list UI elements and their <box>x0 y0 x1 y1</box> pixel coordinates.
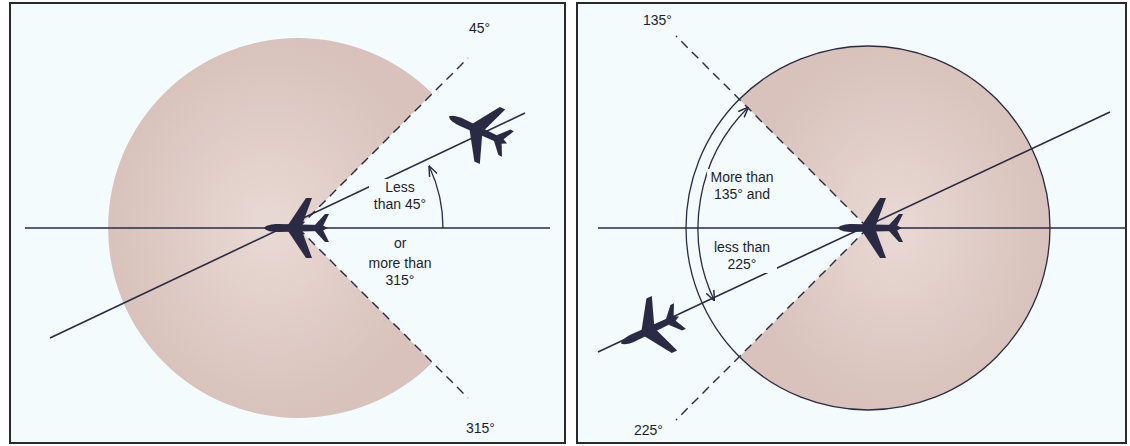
angle-label: 135° <box>643 12 672 29</box>
dashed-limit <box>676 228 868 420</box>
airplane <box>608 289 692 371</box>
angle-note: or <box>392 235 408 252</box>
airplane <box>436 89 520 171</box>
angle-arc <box>429 167 443 228</box>
airplane <box>838 198 903 258</box>
angle-label: 45° <box>469 20 490 37</box>
track-line <box>598 112 1110 352</box>
angle-note: less than 225° <box>707 239 777 273</box>
panel-frame <box>10 3 565 443</box>
track-line <box>50 113 525 338</box>
panel-frame <box>577 3 1126 443</box>
angle-note: Less than 45° <box>369 179 431 213</box>
angle-label: 225° <box>634 422 663 439</box>
dashed-limit <box>676 36 868 228</box>
dashed-limit <box>298 58 468 228</box>
angle-note: More than 135° and <box>707 169 777 203</box>
angle-note: more than 315° <box>365 255 435 289</box>
airplane <box>264 198 329 258</box>
angle-label: 315° <box>466 420 495 437</box>
dashed-limit <box>298 228 468 398</box>
